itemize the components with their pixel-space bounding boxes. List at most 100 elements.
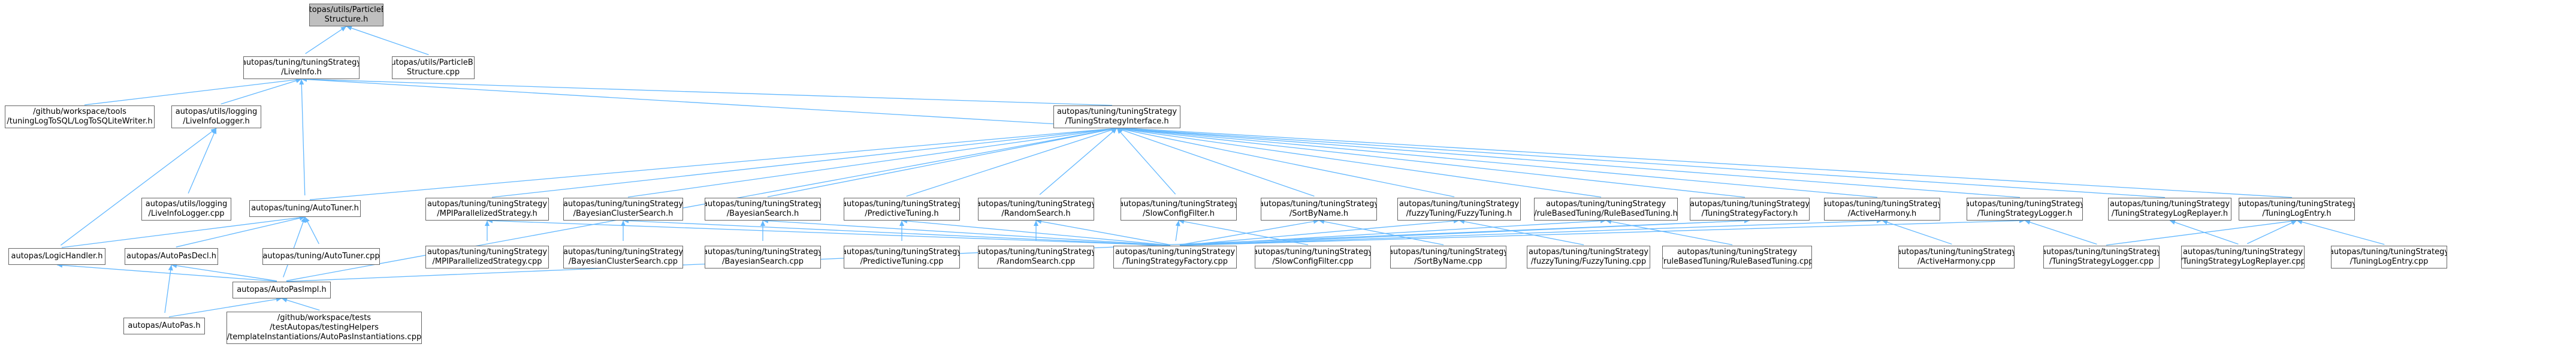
graph-node-pred-h[interactable]: autopas/tuning/tuningStrategy/Predictive… <box>844 198 960 221</box>
graph-node-slow-h[interactable]: autopas/tuning/tuningStrategy/SlowConfig… <box>1121 198 1237 221</box>
edge-tsi-bayclust_h <box>627 128 1118 198</box>
graph-node-autotuner-cpp[interactable]: autopas/tuning/AutoTuner.cpp <box>262 248 380 265</box>
node-label-line: autopas/AutoPas.h <box>128 321 201 330</box>
graph-node-liveinfologger-h[interactable]: autopas/utils/logging/LiveInfoLogger.h <box>171 105 261 128</box>
graph-node-rand-h[interactable]: autopas/tuning/tuningStrategy/RandomSear… <box>978 198 1094 221</box>
graph-node-gw-tests[interactable]: /github/workspace/tests/testAutopas/test… <box>227 312 422 344</box>
edge-arrowhead <box>485 221 490 226</box>
graph-node-autopasdecl-h[interactable]: autopas/AutoPasDecl.h <box>125 248 218 265</box>
edge-liveinfologger_h-liveinfologger_cpp <box>188 128 217 194</box>
edge-mpi_h-factory_cpp <box>487 220 1171 246</box>
node-label-line: autopas/tuning/tuningStrategy <box>1545 200 1666 209</box>
graph-node-fuzzy-h[interactable]: autopas/tuning/tuningStrategy/fuzzyTunin… <box>1397 198 1521 221</box>
node-label-line: /TuningLogEntry.h <box>2262 209 2332 218</box>
node-label-line: autopas/tuning/tuningStrategy <box>1056 107 1177 116</box>
node-label-line: /TuningStrategyLogger.cpp <box>2049 257 2154 266</box>
node-label-line: Structure.h <box>324 15 369 24</box>
node-label-line: /fuzzyTuning/FuzzyTuning.cpp <box>1530 257 1647 266</box>
node-label-line: autopas/tuning/tuningStrategy <box>2182 248 2303 257</box>
edge-arrowhead <box>305 217 310 223</box>
node-label-line: /TuningLogEntry.cpp <box>2349 257 2429 266</box>
edge-liveinfologger_h-logichandler_h <box>61 128 217 246</box>
node-label-line: autopas/tuning/AutoTuner.h <box>251 204 359 213</box>
graph-node-pbs-cpp[interactable]: autopas/utils/ParticleBinStructure.cpp <box>392 56 475 79</box>
edge-liveinfo-tsi <box>301 79 1113 106</box>
graph-node-liveinfo[interactable]: autopas/tuning/tuningStrategy/LiveInfo.h <box>243 56 360 79</box>
graph-node-factory-h[interactable]: autopas/tuning/tuningStrategy/TuningStra… <box>1690 198 1810 221</box>
graph-node-bays-cpp[interactable]: autopas/tuning/tuningStrategy/BayesianSe… <box>705 246 821 268</box>
edge-rule_h-rule_cpp <box>1605 220 1733 246</box>
graph-node-bayclust-h[interactable]: autopas/tuning/tuningStrategy/BayesianCl… <box>563 198 683 221</box>
node-label-line: autopas/tuning/tuningStrategy <box>427 248 548 257</box>
node-label-line: /BayesianSearch.cpp <box>722 257 804 266</box>
graph-node-mpi-h[interactable]: autopas/tuning/tuningStrategy/MPIParalle… <box>425 198 549 221</box>
edge-arrowhead <box>299 216 305 221</box>
graph-node-rand-cpp[interactable]: autopas/tuning/tuningStrategy/RandomSear… <box>978 246 1094 268</box>
node-label-line: autopas/utils/ParticleBin <box>392 58 474 67</box>
graph-node-logichandler-h[interactable]: autopas/LogicHandler.h <box>8 248 105 265</box>
edge-arrowhead <box>1882 220 1888 225</box>
node-label-line: /PredictiveTuning.h <box>865 209 939 218</box>
edge-tsi-rule_h <box>1116 128 1602 198</box>
edge-tsi-autopasimpl_h <box>286 128 1118 282</box>
node-label-line: /TuningStrategyFactory.h <box>1701 209 1798 218</box>
graph-node-tlogentry-h[interactable]: autopas/tuning/tuningStrategy/TuningLogE… <box>2239 198 2355 221</box>
edge-root-liveinfo <box>305 26 347 55</box>
node-label-line: autopas/tuning/tuningStrategy <box>2239 200 2355 209</box>
node-label-line: /SortByName.h <box>1289 209 1349 218</box>
graph-node-tslogger-cpp[interactable]: autopas/tuning/tuningStrategy/TuningStra… <box>2043 246 2160 268</box>
node-label-line: /SlowConfigFilter.h <box>1143 209 1215 218</box>
graph-node-bayclust-cpp[interactable]: autopas/tuning/tuningStrategy/BayesianCl… <box>563 246 683 268</box>
graph-node-autopasimpl-h[interactable]: autopas/AutoPasImpl.h <box>232 282 331 298</box>
graph-node-rule-h[interactable]: autopas/tuning/tuningStrategy/ruleBasedT… <box>1534 198 1678 221</box>
graph-node-factory-cpp[interactable]: autopas/tuning/tuningStrategy/TuningStra… <box>1113 246 1237 268</box>
graph-node-tslogreplayer-h[interactable]: autopas/tuning/tuningStrategy/TuningStra… <box>2108 198 2231 221</box>
graph-node-slow-cpp[interactable]: autopas/tuning/tuningStrategy/SlowConfig… <box>1255 246 1371 268</box>
node-label-line: /BayesianSearch.h <box>726 209 799 218</box>
graph-node-active-h[interactable]: autopas/tuning/tuningStrategy/ActiveHarm… <box>1824 198 1940 221</box>
graph-node-pred-cpp[interactable]: autopas/tuning/tuningStrategy/Predictive… <box>844 246 960 268</box>
edge-fuzzy_h-factory_cpp <box>1179 220 1460 246</box>
graph-node-liveinfologger-cpp[interactable]: autopas/utils/logging/LiveInfoLogger.cpp <box>141 198 231 221</box>
graph-node-autotuner-h[interactable]: autopas/tuning/AutoTuner.h <box>249 200 361 217</box>
edge-sort_h-factory_cpp <box>1179 220 1319 246</box>
node-label-line: /BayesianClusterSearch.h <box>573 209 674 218</box>
node-label-line: autopas/tuning/tuningStrategy <box>563 248 683 257</box>
node-label-line: autopas/tuning/tuningStrategy <box>2331 248 2447 257</box>
node-label-line: autopas/tuning/tuningStrategy <box>1677 248 1798 257</box>
edge-arrowhead <box>210 128 216 134</box>
graph-node-root[interactable]: autopas/utils/ParticleBinStructure.h <box>309 4 383 26</box>
graph-node-sort-cpp[interactable]: autopas/tuning/tuningStrategy/SortByName… <box>1390 246 1506 268</box>
node-label-line: autopas/tuning/tuningStrategy <box>1390 248 1506 257</box>
graph-node-tlogentry-cpp[interactable]: autopas/tuning/tuningStrategy/TuningLogE… <box>2331 246 2447 268</box>
graph-node-autopas-h[interactable]: autopas/AutoPas.h <box>123 318 205 334</box>
graph-node-tsi[interactable]: autopas/tuning/tuningStrategy/TuningStra… <box>1053 105 1180 128</box>
node-label-line: autopas/tuning/tuningStrategy <box>1121 200 1237 209</box>
edge-liveinfo-liveinfologger_h <box>221 79 302 105</box>
graph-node-sort-h[interactable]: autopas/tuning/tuningStrategy/SortByName… <box>1261 198 1377 221</box>
graph-node-active-cpp[interactable]: autopas/tuning/tuningStrategy/ActiveHarm… <box>1898 246 2015 268</box>
graph-node-tslogreplayer-cpp[interactable]: autopas/tuning/tuningStrategy/TuningStra… <box>2181 246 2305 268</box>
graph-node-gw-tools[interactable]: /github/workspace/tools/tuningLogToSQL/L… <box>5 105 155 128</box>
graph-node-mpi-cpp[interactable]: autopas/tuning/tuningStrategy/MPIParalle… <box>425 246 549 268</box>
graph-node-tslogger-h[interactable]: autopas/tuning/tuningStrategy/TuningStra… <box>1967 198 2083 221</box>
node-label-line: autopas/tuning/tuningStrategy <box>1690 200 1810 209</box>
node-label-line: autopas/tuning/tuningStrategy <box>243 58 360 67</box>
graph-node-fuzzy-cpp[interactable]: autopas/tuning/tuningStrategy/fuzzyTunin… <box>1527 246 1650 268</box>
node-label-line: /fuzzyTuning/FuzzyTuning.h <box>1406 209 1512 218</box>
graph-node-rule-cpp[interactable]: autopas/tuning/tuningStrategy/ruleBasedT… <box>1662 246 1812 268</box>
node-label-line: autopas/utils/logging <box>145 200 228 209</box>
node-label-line: /MPIParallelizedStrategy.cpp <box>432 257 542 266</box>
node-label-line: autopas/tuning/tuningStrategy <box>1824 200 1940 209</box>
edge-tsi-bays_h <box>767 128 1118 198</box>
edge-tsi-mpi_h <box>491 128 1118 198</box>
edge-autopasdecl_h-autopasimpl_h <box>171 264 277 282</box>
graph-node-bays-h[interactable]: autopas/tuning/tuningStrategy/BayesianSe… <box>705 198 821 221</box>
edge-tsi-autotuner_h <box>309 128 1118 200</box>
edge-arrowhead <box>2025 220 2031 225</box>
edge-tsi-pred_h <box>906 128 1118 197</box>
node-label-line: /TuningStrategyLogger.h <box>1977 209 2073 218</box>
node-label-line: autopas/tuning/tuningStrategy <box>1967 200 2083 209</box>
node-label-line: /ActiveHarmony.cpp <box>1917 257 1995 266</box>
